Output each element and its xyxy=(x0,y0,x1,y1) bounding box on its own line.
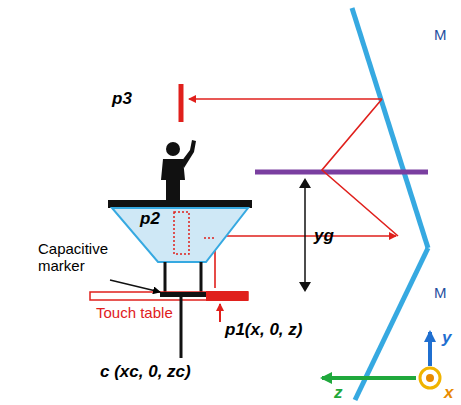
axis-label: y xyxy=(442,328,451,348)
mirror-label: M xyxy=(434,26,447,43)
axis-label: z xyxy=(334,383,343,403)
point-label: p2 xyxy=(140,209,160,229)
part-label: Capacitive marker xyxy=(38,240,116,275)
mirror-label: M xyxy=(434,284,447,301)
axis-label: x xyxy=(444,383,453,403)
point-label: p3 xyxy=(112,89,132,109)
point-label: p1(x, 0, z) xyxy=(225,320,302,340)
point-label: c (xc, 0, zc) xyxy=(100,362,191,382)
part-label: Touch table xyxy=(96,304,173,321)
dimension-label: yg xyxy=(314,226,334,246)
